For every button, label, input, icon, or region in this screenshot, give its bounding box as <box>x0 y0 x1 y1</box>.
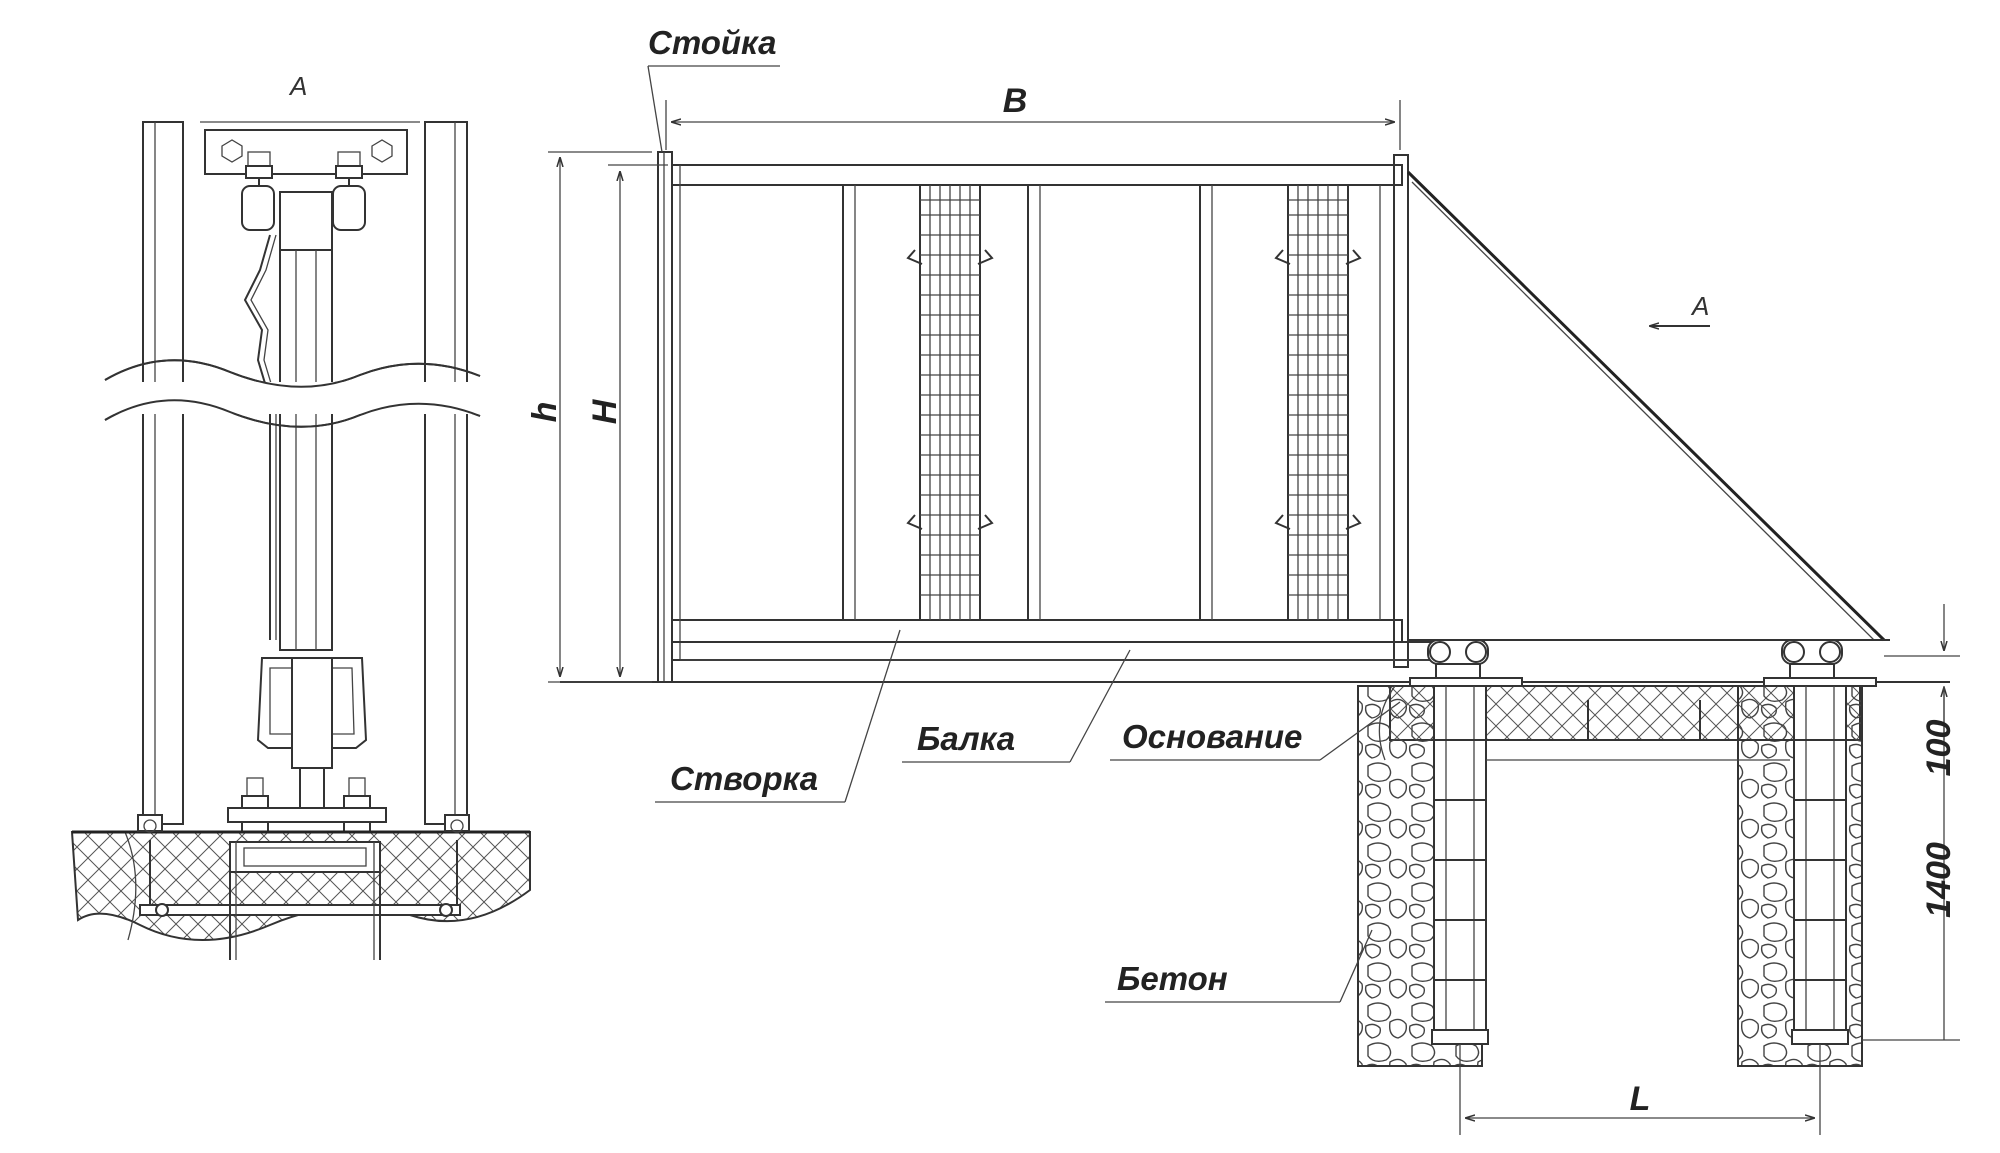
upper-roller-left <box>241 185 275 231</box>
dimension-h: h <box>526 402 564 423</box>
view-a-label: A <box>1690 291 1709 321</box>
gate-post <box>657 151 673 683</box>
leaf-top-rail <box>671 164 1403 186</box>
label-balka: Балка <box>917 720 1015 757</box>
dimension-b: B <box>1003 82 1028 120</box>
leaf-bottom-rail <box>671 619 1403 643</box>
leaf-beam-balka <box>671 641 1485 661</box>
label-stvorka: Створка <box>670 760 818 797</box>
counterweight-diagonal <box>1406 170 1886 642</box>
right-post <box>424 121 468 825</box>
dimension-L: L <box>1630 1080 1651 1118</box>
leaf-beam <box>279 249 333 651</box>
top-bracket-plate <box>204 129 408 175</box>
base-plate <box>227 807 387 823</box>
label-beton: Бетон <box>1117 960 1228 997</box>
mesh-panel-left <box>906 184 994 621</box>
roller-carriage-2 <box>1763 639 1877 687</box>
guide-rod <box>243 234 271 640</box>
front-view: B h H 100 1400 L A Стойка Створка <box>526 24 1960 1135</box>
dimension-H: H <box>586 398 624 424</box>
label-stoyka: Стойка <box>648 24 777 61</box>
mesh-panel-right <box>1274 184 1362 621</box>
left-post <box>142 121 184 825</box>
section-view-a: A <box>70 71 531 960</box>
dimension-100: 100 <box>1920 720 1958 777</box>
section-view-label: A <box>288 71 307 101</box>
roller-carriage-1 <box>1409 639 1523 687</box>
dimension-1400: 1400 <box>1920 842 1958 918</box>
leaf-end-post <box>1393 154 1409 668</box>
upper-roller-right <box>332 185 366 231</box>
label-osnovanie: Основание <box>1122 718 1302 755</box>
